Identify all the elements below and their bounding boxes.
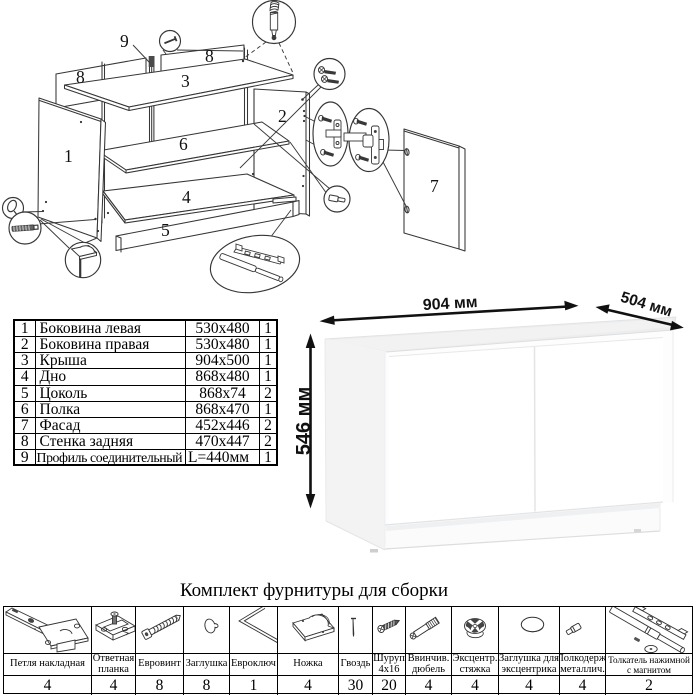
svg-text:5: 5 — [161, 220, 170, 240]
svg-text:9: 9 — [120, 31, 129, 51]
svg-text:904 мм: 904 мм — [422, 294, 478, 314]
svg-text:3: 3 — [181, 71, 190, 91]
svg-text:6: 6 — [179, 134, 188, 154]
svg-text:546 мм: 546 мм — [293, 387, 315, 456]
svg-text:8: 8 — [205, 46, 214, 66]
svg-text:7: 7 — [430, 176, 439, 196]
svg-text:4: 4 — [182, 187, 191, 207]
svg-text:1: 1 — [64, 146, 73, 166]
svg-text:504 мм: 504 мм — [618, 289, 674, 321]
svg-text:8: 8 — [76, 67, 85, 87]
svg-text:2: 2 — [278, 106, 287, 126]
